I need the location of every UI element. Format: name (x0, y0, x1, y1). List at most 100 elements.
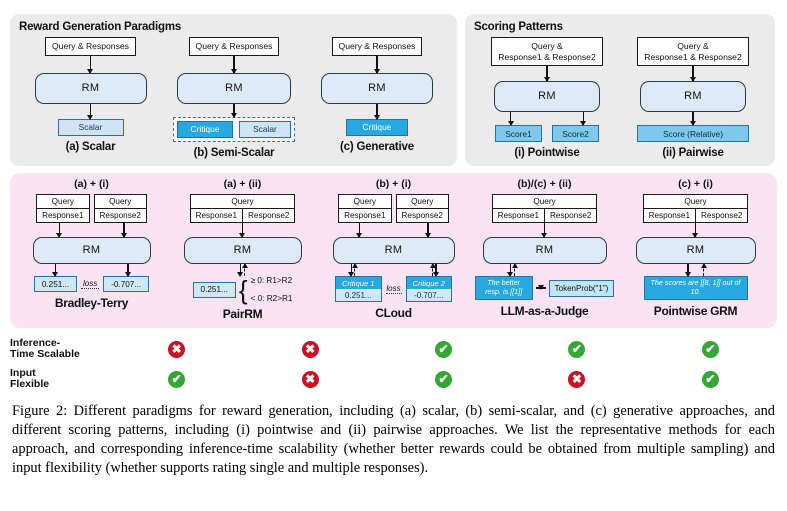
output-scalar: Scalar (57, 118, 124, 136)
input-box-response2: Query Response2 (395, 194, 449, 224)
arrow-down-icon (123, 223, 125, 238)
query-responses-box: Query & Responses (331, 37, 423, 56)
rule-r1-greater: ≥ 0: R1>R2 (250, 276, 293, 286)
matrix-cell: ✖ (110, 334, 243, 364)
input-arrows (33, 223, 151, 238)
response2-cell: Response2 (242, 209, 294, 223)
arrow-down-icon (239, 264, 242, 277)
scoring-label-pairwise: (ii) Pairwise (662, 147, 724, 160)
rm-box: RM (494, 81, 600, 113)
matrix-row-inference: ✖ ✖ ✔ ✔ ✔ (110, 334, 777, 364)
top-panels-row: Reward Generation Paradigms Query & Resp… (0, 0, 787, 167)
check-icon: ✔ (435, 370, 453, 388)
cross-icon: ✖ (301, 370, 319, 388)
pairrm-output-row: 0.251... { ≥ 0: R1>R2 < 0: R2>R1 (192, 276, 293, 303)
loss-row: Critique 1 0.251... loss Critique 2 -0.7… (335, 276, 452, 303)
arrow-up-icon (702, 264, 704, 277)
arrow-down-icon (692, 66, 694, 82)
arrow-down-icon (435, 264, 437, 277)
query-cell: Query (684, 197, 707, 207)
mark-glyph: ✔ (571, 342, 582, 357)
rm-box: RM (176, 72, 291, 104)
paradigm-label-scalar: (a) Scalar (65, 140, 116, 153)
method-name: Bradley-Terry (54, 296, 129, 311)
query-cell: Query (533, 197, 556, 207)
query-cell: Query (411, 197, 434, 207)
responses-row: Response1 Response2 (492, 208, 597, 223)
mark-glyph: ✔ (438, 372, 449, 387)
pointwise-outputs: Score1 Score2 (495, 125, 599, 143)
paradigm-column-semi-scalar: Query & Responses RM Critique Scalar (b)… (162, 37, 306, 159)
method-column-pointwise-grm: (c) + (i) Query Response1 Response2 RM T… (620, 178, 771, 321)
arrow-down-icon (233, 103, 235, 117)
query-cell: Query (231, 197, 254, 207)
loss-connector: loss (385, 284, 402, 295)
arrow-down-icon (350, 264, 352, 277)
mark-glyph: ✔ (705, 372, 716, 387)
arrow-down-icon (582, 112, 584, 126)
loss-dotted-line (385, 293, 402, 295)
pointwise-arrows (494, 112, 600, 126)
mark-glyph: ✖ (305, 372, 316, 387)
responses-line: Response1 & Response2 (498, 51, 596, 62)
check-icon: ✔ (568, 340, 586, 358)
check-icon: ✔ (435, 340, 453, 358)
matrix-cell: ✖ (510, 364, 643, 394)
reward-generation-paradigms-panel: Reward Generation Paradigms Query & Resp… (10, 14, 457, 167)
matrix-row-label-inference: Inference- Time Scalable (10, 334, 110, 364)
matrix-cell: ✖ (243, 334, 376, 364)
grm-scores-text: The scores are [[8, 1]] out of 10. (643, 276, 748, 300)
output-arrows (33, 264, 151, 277)
scoring-column-pairwise: Query & Response1 & Response2 RM Score (… (620, 37, 766, 159)
rm-box: RM (482, 237, 607, 265)
responses-row: Response1 Response2 (190, 208, 295, 223)
paradigm-label-semi-scalar: (b) Semi-Scalar (193, 146, 275, 159)
rm-box: RM (183, 237, 302, 265)
matrix-cell: ✔ (644, 364, 777, 394)
input-two-boxes: Query Response1 Query Response2 (338, 194, 449, 224)
arrow-down-icon (54, 264, 56, 277)
responses-row: Response1 Response2 (643, 208, 748, 223)
matrix-cell: ✔ (110, 364, 243, 394)
paradigm-column-generative: Query & Responses RM Critique (c) Genera… (306, 37, 448, 159)
output-score-relative: Score (Relative) (637, 125, 749, 143)
rm-box: RM (32, 237, 151, 265)
arrow-down-icon (687, 264, 689, 277)
arrow-down-icon (427, 223, 429, 238)
matrix-row-labels: Inference- Time Scalable Input Flexible (10, 334, 110, 394)
loss-dotted-line (81, 288, 100, 290)
output-critique: Critique (176, 120, 233, 138)
critique-title: Critique 2 (406, 277, 451, 290)
arrow-down-icon (358, 223, 360, 238)
methods-panel: (a) + (i) Query Response1 Query Response… (10, 173, 777, 329)
arrow-down-icon (509, 264, 512, 277)
query-responses-box: Query & Responses (188, 37, 280, 56)
output-arrows (239, 264, 246, 277)
query-row: Query (191, 195, 295, 208)
critique-score: -0.707... (406, 289, 451, 302)
rm-box: RM (640, 81, 746, 113)
method-name: Pointwise GRM (653, 303, 738, 318)
decision-rules: ≥ 0: R1>R2 < 0: R2>R1 (251, 276, 293, 303)
method-combo-label: (a) + (i) (74, 178, 109, 191)
arrow-down-icon (510, 112, 512, 126)
check-icon: ✔ (701, 340, 719, 358)
method-column-cloud: (b) + (i) Query Response1 Query Response… (318, 178, 469, 321)
loss-row: 0.251... loss -0.707... (33, 276, 150, 293)
response1-cell: Response1 (339, 208, 391, 222)
judge-verdict-text: The better resp. is [[1]] (474, 276, 533, 300)
method-name: PairRM (222, 307, 263, 322)
cross-icon: ✖ (568, 370, 586, 388)
method-combo-label: (a) + (ii) (223, 178, 262, 191)
matrix-cell: ✔ (644, 334, 777, 364)
method-column-bradley-terry: (a) + (i) Query Response1 Query Response… (16, 178, 167, 321)
scoring-column-pointwise: Query & Response1 & Response2 RM Score1 … (474, 37, 620, 159)
response1-cell: Response1 (497, 211, 539, 221)
loss-connector: loss (81, 279, 100, 290)
method-name: CLoud (375, 306, 412, 321)
scoring-columns: Query & Response1 & Response2 RM Score1 … (474, 37, 766, 159)
cross-icon: ✖ (168, 340, 186, 358)
response1-cell: Response1 (648, 211, 690, 221)
output-score1: Score1 (495, 125, 542, 143)
query-row: Query (493, 195, 597, 208)
